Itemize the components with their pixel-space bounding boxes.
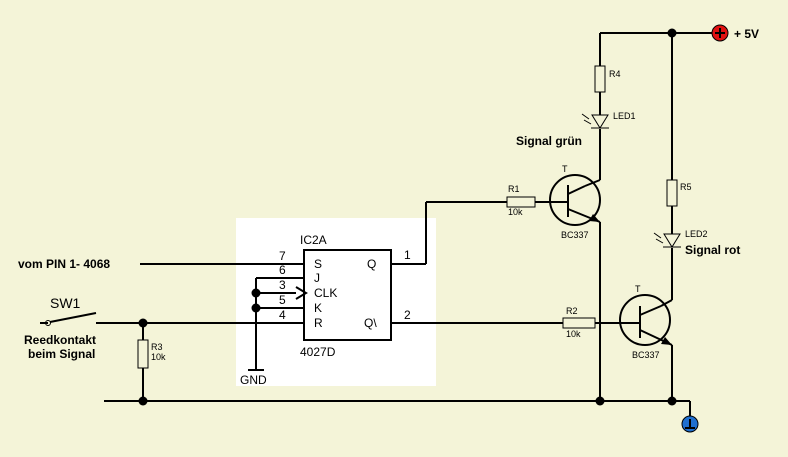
resistor-r1: R1 10k [506, 184, 536, 217]
ic-pin-k-label: K [314, 301, 322, 315]
led2-name: LED2 [685, 229, 708, 239]
t2-type: BC337 [632, 350, 660, 360]
t1-type: BC337 [561, 230, 589, 240]
t2-name: T [635, 284, 641, 294]
junctions [138, 28, 677, 406]
reed-switch-sw1: SW1 Reedkontakt beim Signal [24, 295, 108, 361]
ic-pin-qn-num: 2 [404, 308, 411, 322]
resistor-r3: R3 10k [137, 339, 166, 369]
ic-type: 4027D [300, 345, 336, 359]
ic-pin-clk-num: 3 [279, 278, 286, 292]
transistor-t2: T BC337 [617, 284, 673, 360]
ic-pin-clk-label: CLK [314, 286, 337, 300]
ic-pin-k-num: 5 [279, 293, 286, 307]
ground-terminal [681, 415, 699, 433]
switch-label-line2: beim Signal [28, 347, 95, 361]
ic-pin-r-label: R [314, 316, 323, 330]
r1-value: 10k [508, 207, 523, 217]
r5-name: R5 [680, 182, 692, 192]
r2-value: 10k [566, 329, 581, 339]
ic-pin-j-num: 6 [279, 263, 286, 277]
ic-4027d: IC2A 4027D S J CLK K R Q Q\ 7 6 3 5 4 1 … [279, 233, 411, 359]
t1-name: T [562, 164, 568, 174]
resistor-r4: R4 [594, 65, 621, 93]
r4-name: R4 [609, 69, 621, 79]
transistor-t1: T BC337 [549, 164, 601, 240]
ic-name: IC2A [300, 233, 327, 247]
ic-pin-r-num: 4 [279, 308, 286, 322]
led1-name: LED1 [613, 111, 636, 121]
power-terminal: + 5V [711, 24, 759, 42]
input-label: vom PIN 1- 4068 [18, 257, 110, 271]
r3-name: R3 [151, 342, 163, 352]
power-label: + 5V [734, 27, 759, 41]
r3-value: 10k [151, 352, 166, 362]
ic-panel [236, 218, 436, 386]
ic-pin-q-label: Q [367, 257, 376, 271]
led1-caption: Signal grün [516, 134, 582, 148]
ic-pin-q-num: 1 [404, 248, 411, 262]
resistor-r5: R5 [666, 179, 692, 207]
led2-caption: Signal rot [685, 243, 740, 257]
ic-pin-qn-label: Q\ [364, 316, 377, 330]
led1: LED1 Signal grün [516, 111, 636, 148]
ic-pin-s-num: 7 [279, 249, 286, 263]
resistor-r2: R2 10k [562, 306, 596, 339]
gnd-label: GND [240, 373, 267, 387]
ic-pin-s-label: S [314, 257, 322, 271]
ic-pin-j-label: J [314, 271, 320, 285]
led2: LED2 Signal rot [653, 229, 740, 257]
switch-label-line1: Reedkontakt [24, 333, 96, 347]
switch-name: SW1 [50, 295, 81, 311]
r2-name: R2 [566, 306, 578, 316]
r1-name: R1 [508, 184, 520, 194]
